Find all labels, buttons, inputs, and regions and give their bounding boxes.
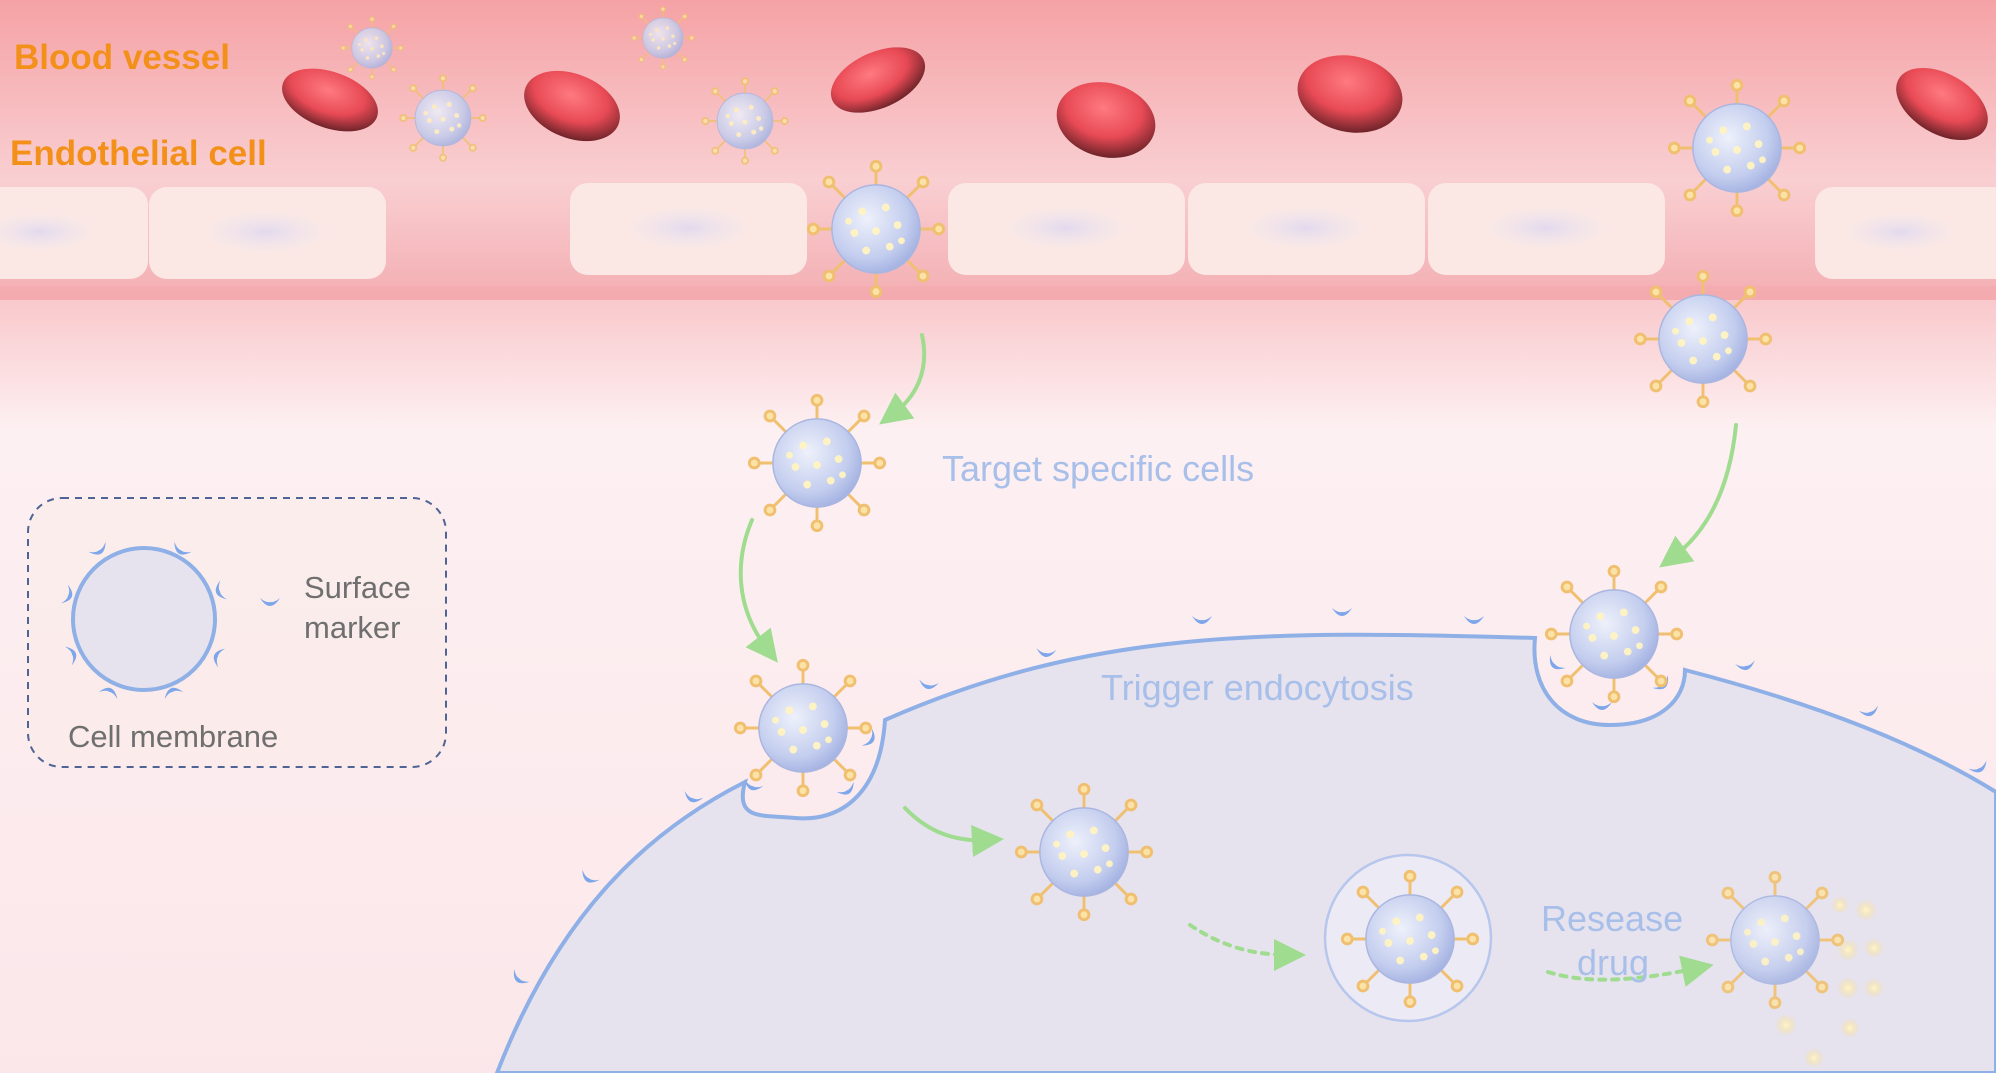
label-endothelial-cell: Endothelial cell xyxy=(10,134,267,173)
nanoparticle xyxy=(1340,869,1480,1009)
label-release-drug-line2: drug xyxy=(1577,942,1650,983)
released-drug-particles xyxy=(1775,896,1884,1068)
endothelial-cell xyxy=(1815,187,1996,279)
endothelial-cell-layer xyxy=(0,183,1996,279)
label-target-specific-cells: Target specific cells xyxy=(942,448,1255,489)
legend-label-surface-marker-line1: Surface xyxy=(304,570,411,605)
nanoparticle xyxy=(1705,870,1845,1010)
legend-label-surface-marker-line2: marker xyxy=(304,610,401,645)
nanoparticle xyxy=(1544,564,1684,704)
red-blood-cell xyxy=(524,70,620,142)
nanoparticle xyxy=(631,6,695,70)
endothelial-cell xyxy=(570,183,807,275)
pathway-arrows xyxy=(738,333,1738,987)
nanoparticle xyxy=(733,658,873,798)
nanoparticle xyxy=(1667,78,1807,218)
endothelial-cell xyxy=(948,183,1185,275)
red-blood-cell xyxy=(282,68,378,132)
arrow-internalize xyxy=(903,806,1004,857)
arrow-extravasation xyxy=(879,333,927,425)
endothelial-cell xyxy=(149,187,386,279)
label-trigger-endocytosis: Trigger endocytosis xyxy=(1101,667,1414,708)
endothelial-cell xyxy=(0,187,148,279)
nanoparticle xyxy=(399,74,487,162)
legend-box xyxy=(27,497,447,768)
red-blood-cells xyxy=(282,47,1988,158)
nanoparticle xyxy=(747,393,887,533)
arrow-right-descent xyxy=(1659,423,1738,568)
nanoparticle xyxy=(340,16,404,80)
nanoparticle xyxy=(1014,782,1154,922)
red-blood-cell xyxy=(1297,55,1403,133)
label-blood-vessel: Blood vessel xyxy=(14,38,230,77)
nanoparticle xyxy=(1633,269,1773,409)
nanoparticle xyxy=(806,159,946,299)
endothelial-cell xyxy=(1188,183,1425,275)
legend-label-cell-membrane: Cell membrane xyxy=(68,719,279,754)
red-blood-cell xyxy=(1896,67,1988,141)
nanoparticle xyxy=(701,77,789,165)
arrow-to-cell xyxy=(738,518,778,663)
red-blood-cell xyxy=(1056,82,1156,158)
arrow-to-endosome xyxy=(1188,923,1306,971)
target-cell xyxy=(494,632,1996,1073)
vessel-wall-edge xyxy=(0,286,1996,300)
endothelial-cell xyxy=(1428,183,1665,275)
legend-cell-membrane xyxy=(71,546,217,692)
label-release-drug-line1: Resease xyxy=(1541,898,1684,939)
red-blood-cell xyxy=(830,47,926,113)
arrow-release xyxy=(1546,955,1714,987)
